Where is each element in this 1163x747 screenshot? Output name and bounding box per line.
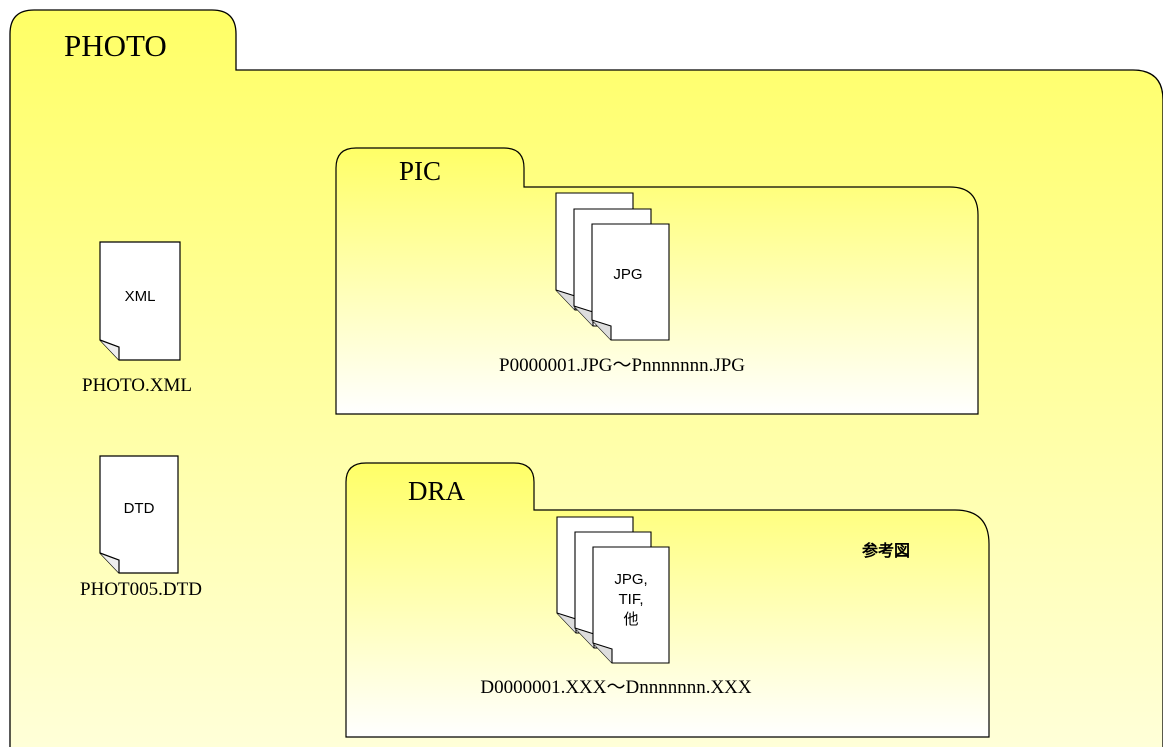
dra-doc-icon-line-1: JPG, <box>614 571 647 588</box>
pic-document-stack: JPG <box>555 192 670 341</box>
dra-file-range: D0000001.XXX～Dnnnnnnn.XXX <box>480 677 752 698</box>
xml-file: XML PHOTO.XML <box>82 241 192 396</box>
dra-doc-icon-line-3: 他 <box>623 611 638 628</box>
pic-doc-icon-text: JPG <box>613 266 642 283</box>
dtd-icon-text: DTD <box>124 500 155 517</box>
xml-filename: PHOTO.XML <box>82 375 192 396</box>
photo-folder-label: PHOTO <box>64 28 167 63</box>
dtd-filename: PHOT005.DTD <box>80 579 202 600</box>
pic-folder-label: PIC <box>399 156 441 186</box>
dra-document-stack: JPG, TIF, 他 <box>556 516 670 664</box>
pic-folder: PIC JPG P0000001.JPG～Pnnnnnnn.JPG <box>335 147 979 415</box>
dra-note: 参考図 <box>862 541 910 560</box>
pic-file-range: P0000001.JPG～Pnnnnnnn.JPG <box>499 355 745 376</box>
dra-doc-icon-line-2: TIF, <box>619 591 644 608</box>
xml-icon-text: XML <box>125 288 156 305</box>
dra-folder: DRA JPG, TIF, 他 D0000001.XXX～Dnnnnnnn.XX… <box>345 462 990 738</box>
dtd-file: DTD PHOT005.DTD <box>80 455 202 600</box>
dra-folder-label: DRA <box>408 476 466 506</box>
